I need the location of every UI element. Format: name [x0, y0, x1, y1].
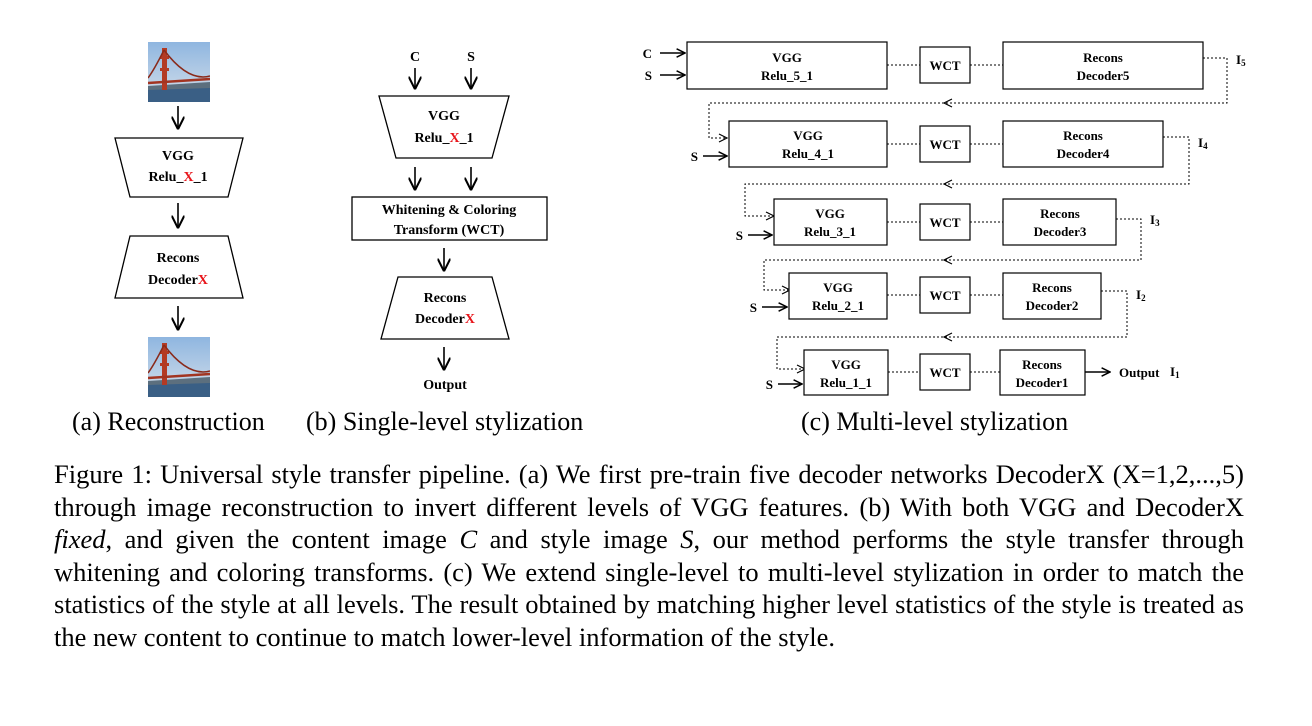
intermediate-label: I2: [1136, 287, 1146, 303]
level-2: S VGG Relu_2_1 WCT Recons Decoder2 I2: [750, 272, 1146, 374]
decoder-title: Recons: [1032, 280, 1072, 295]
level-3: S VGG Relu_3_1 WCT Recons Decoder3 I3: [736, 198, 1160, 295]
relu-label: Relu_4_1: [782, 146, 834, 161]
decoder-label-a: Recons: [157, 251, 200, 266]
wct-label: WCT: [929, 365, 960, 380]
vgg-title: VGG: [823, 280, 853, 295]
wct-label: WCT: [929, 215, 960, 230]
wct-label: WCT: [929, 58, 960, 73]
vgg-title: VGG: [772, 50, 802, 65]
vgg-box: [803, 349, 889, 396]
intermediate-label: I1: [1170, 364, 1180, 380]
figure-caption: Figure 1: Universal style transfer pipel…: [54, 459, 1245, 652]
decoder-box: [1002, 120, 1164, 168]
decoder-x-label-b: DecoderX: [415, 312, 475, 327]
intermediate-label: I4: [1198, 135, 1208, 151]
vgg-label-b: VGG: [428, 109, 460, 124]
wct-box-b: [351, 196, 548, 241]
arrow-left: [942, 98, 953, 108]
arrow-right: [718, 133, 729, 143]
decoder-a: [114, 235, 244, 299]
relu-label-b: Relu_X_1: [414, 131, 473, 146]
vgg-label-a: VGG: [162, 149, 194, 164]
wct-box: [919, 276, 971, 314]
level-5: C S VGG Relu_5_1 WCT Recons Decoder5 I5: [643, 41, 1246, 143]
feedback-path: [708, 57, 1228, 139]
decoder-label: Decoder1: [1016, 375, 1069, 390]
panel-c: C S VGG Relu_5_1 WCT Recons Decoder5 I5 …: [643, 41, 1246, 436]
decoder-b: [380, 276, 510, 340]
input-s-c: S: [750, 300, 757, 315]
vgg-title: VGG: [793, 128, 823, 143]
vgg-title: VGG: [815, 206, 845, 221]
input-s-c: S: [736, 228, 743, 243]
input-s-b: S: [467, 50, 475, 65]
decoder-title: Recons: [1083, 50, 1123, 65]
input-s-c: S: [766, 377, 773, 392]
decoder-box: [1002, 198, 1117, 246]
relu-label: Relu_2_1: [812, 298, 864, 313]
input-c-b: C: [410, 50, 420, 65]
output-label-b: Output: [423, 378, 467, 393]
subcaption-c: (c) Multi-level stylization: [801, 407, 1068, 436]
vgg-box: [728, 120, 888, 168]
decoder-label: Decoder4: [1057, 146, 1110, 161]
wct-box: [919, 203, 971, 241]
relu-label: Relu_5_1: [761, 68, 813, 83]
intermediate-label: I3: [1150, 212, 1160, 228]
decoder-label: Decoder3: [1034, 224, 1087, 239]
wct-box: [919, 125, 971, 163]
subcaption-b: (b) Single-level stylization: [306, 407, 583, 436]
feedback-path: [776, 290, 1128, 370]
pipeline-figure: VGG Relu_X_1 Recons DecoderX (a) Reconst…: [72, 41, 1246, 436]
level-1: S VGG Relu_1_1 WCT Recons Decoder1 Outpu…: [766, 349, 1180, 396]
vgg-box: [686, 41, 888, 90]
wct-label-1: Whitening & Coloring: [382, 203, 517, 218]
panel-b: C S VGG Relu_X_1 Whitening & Coloring Tr…: [306, 50, 583, 436]
wct-box: [919, 353, 971, 391]
decoder-title: Recons: [1040, 206, 1080, 221]
decoder-title: Recons: [1063, 128, 1103, 143]
vgg-encoder-a: [114, 137, 244, 198]
decoder-box: [1002, 272, 1102, 320]
subcaption-a: (a) Reconstruction: [72, 407, 265, 436]
decoder-x-label-a: DecoderX: [148, 273, 208, 288]
panel-a: VGG Relu_X_1 Recons DecoderX (a) Reconst…: [72, 42, 265, 436]
decoder-label: Decoder2: [1026, 298, 1079, 313]
vgg-box: [788, 272, 888, 320]
reconstructed-image: [148, 336, 210, 398]
wct-label: WCT: [929, 137, 960, 152]
wct-box: [919, 46, 971, 84]
arrow-left: [942, 179, 953, 189]
feedback-path: [744, 136, 1190, 217]
relu-label: Relu_3_1: [804, 224, 856, 239]
output-label-c: Output: [1119, 365, 1160, 380]
arrow-left: [942, 332, 953, 342]
wct-label: WCT: [929, 288, 960, 303]
input-s-c: S: [691, 149, 698, 164]
input-s-c: S: [645, 68, 652, 83]
content-image: [148, 42, 210, 102]
arrow-left: [942, 255, 953, 265]
level-4: S VGG Relu_4_1 WCT Recons Decoder4 I4: [691, 120, 1208, 221]
relu-label: Relu_1_1: [820, 375, 872, 390]
decoder-label-b: Recons: [424, 291, 467, 306]
intermediate-label: I5: [1236, 52, 1246, 68]
decoder-box: [1002, 41, 1204, 90]
vgg-title: VGG: [831, 357, 861, 372]
vgg-encoder-b: [378, 95, 510, 159]
feedback-path: [763, 218, 1142, 291]
relu-label-a: Relu_X_1: [148, 170, 207, 185]
input-c-c: C: [643, 46, 652, 61]
decoder-title: Recons: [1022, 357, 1062, 372]
decoder-label: Decoder5: [1077, 68, 1130, 83]
wct-label-2: Transform (WCT): [394, 223, 505, 238]
